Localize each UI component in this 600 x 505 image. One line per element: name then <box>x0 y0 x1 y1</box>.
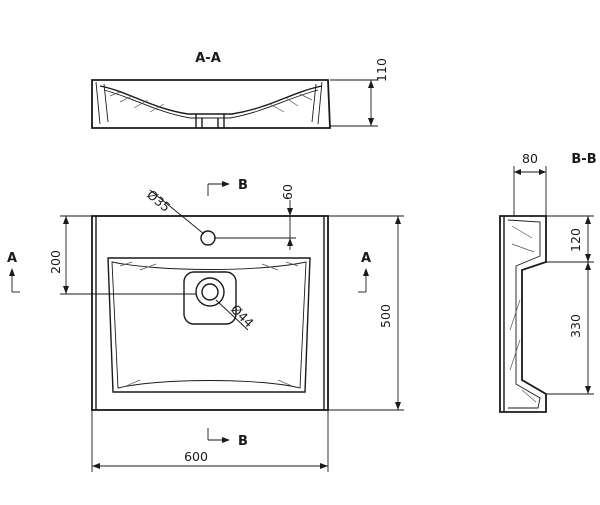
marker-b-top-label: B <box>238 178 248 193</box>
section-a-walls <box>95 81 323 125</box>
section-b-inner <box>507 219 541 409</box>
plan-basin-inner <box>111 261 307 389</box>
marker-b-bottom-label: B <box>238 434 248 449</box>
section-a-shading <box>109 91 313 113</box>
marker-b-bottom-arrow <box>222 437 230 443</box>
plan-outer-outline <box>91 215 329 411</box>
section-marker-a-left: A <box>7 251 20 293</box>
dim-60-arrows <box>287 208 293 246</box>
marker-b-top-arrow <box>222 181 230 187</box>
marker-a-right-label: A <box>361 251 371 266</box>
dim-600-label: 600 <box>184 449 208 464</box>
section-a-title: A-A <box>195 51 221 66</box>
section-a-basin <box>99 85 323 115</box>
section-marker-b-top: B <box>207 178 248 196</box>
tap-leader <box>149 189 205 235</box>
dim-330-label: 330 <box>568 314 583 338</box>
section-marker-b-bottom: B <box>207 428 248 449</box>
plan-basin-shading <box>119 261 299 387</box>
section-b-view: B-B 80 120 330 <box>499 151 597 413</box>
drain-dia-label: Ø44 <box>228 302 257 331</box>
section-b-outline <box>499 215 547 413</box>
section-marker-a-right: A <box>358 251 371 293</box>
plan-view: Ø35 Ø44 60 200 500 600 A <box>7 178 404 472</box>
section-b-title: B-B <box>571 152 596 167</box>
section-a-basin-inner <box>103 89 319 119</box>
section-a-drain <box>195 114 225 128</box>
dim-200-label: 200 <box>48 250 63 274</box>
dim-120-label: 120 <box>568 228 583 252</box>
plan-drain-recess <box>183 271 237 325</box>
plan-drain-outer <box>195 277 225 307</box>
dim-200-arrows <box>63 216 69 294</box>
plan-basin-outline <box>107 257 311 393</box>
dim-80-arrows <box>514 169 546 175</box>
dim-110-label: 110 <box>374 58 389 82</box>
section-b-shading <box>509 225 537 403</box>
marker-a-right-arrow <box>363 268 369 276</box>
dim-500-label: 500 <box>378 304 393 328</box>
marker-a-left-label: A <box>7 251 17 266</box>
dim-60-label: 60 <box>280 184 295 200</box>
plan-drain-inner <box>201 283 219 301</box>
section-a-view: A-A 110 <box>91 51 389 129</box>
tap-dia-label: Ø35 <box>144 187 173 215</box>
marker-a-left-arrow <box>9 268 15 276</box>
dim-80-label: 80 <box>522 151 538 166</box>
drain-leader <box>215 299 249 331</box>
section-a-outline <box>91 79 331 129</box>
